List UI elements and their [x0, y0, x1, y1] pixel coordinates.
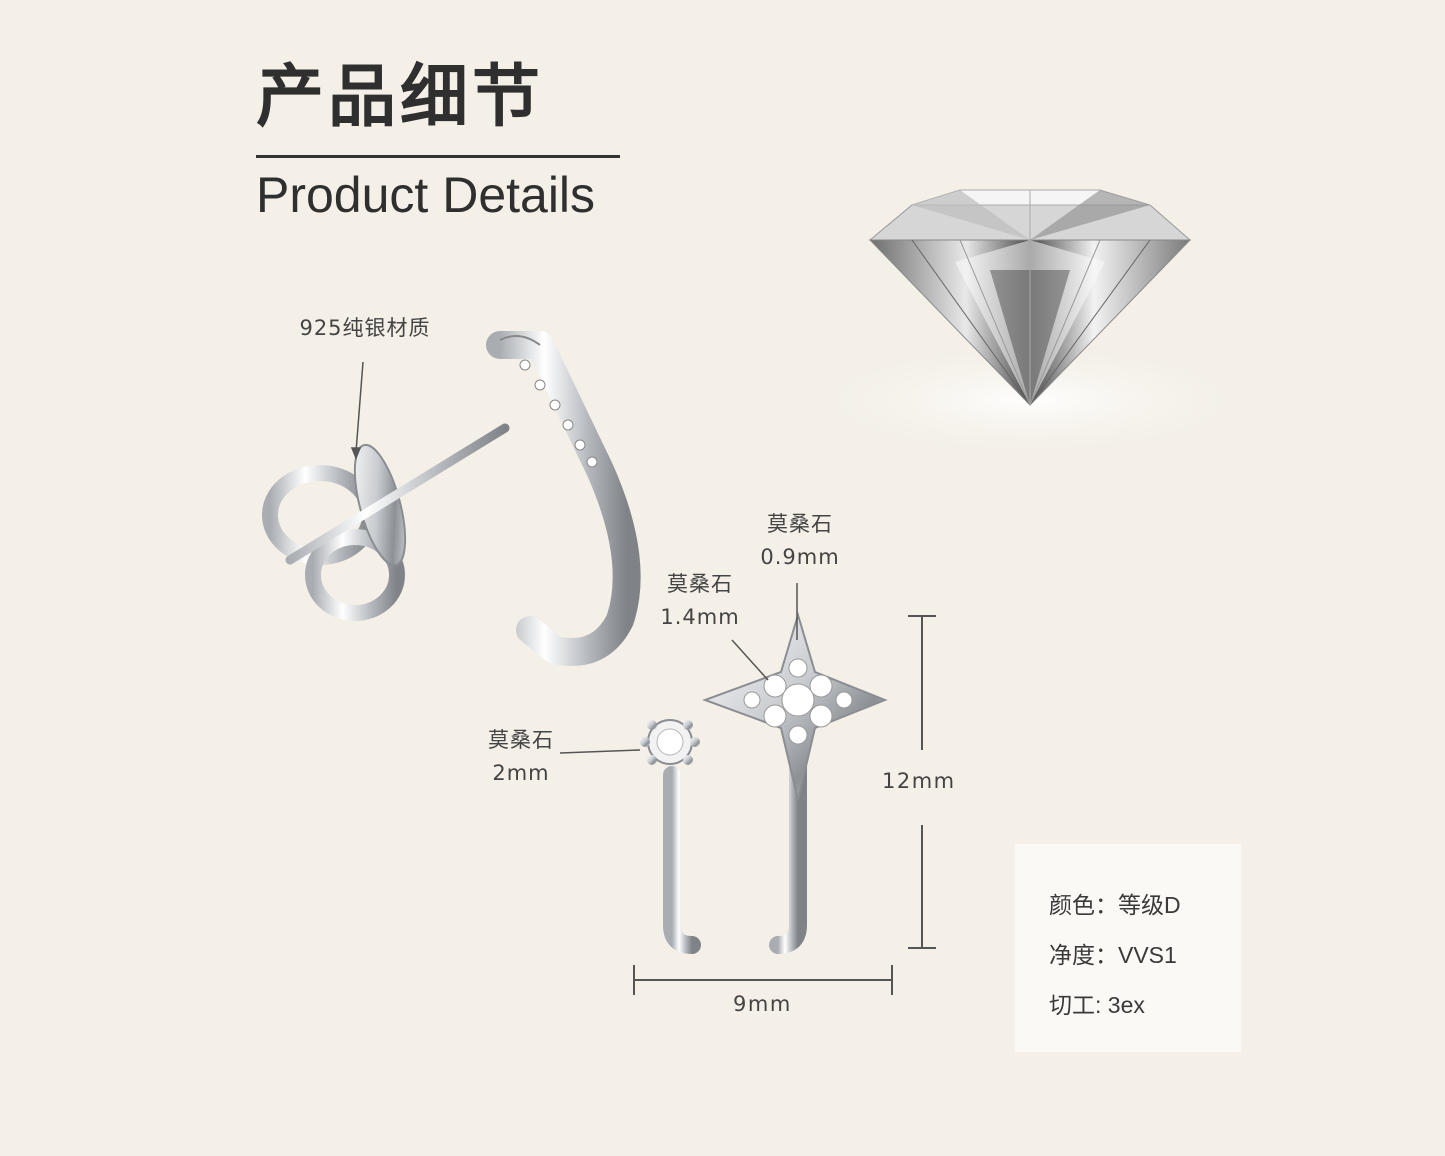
page-title-en: Product Details — [256, 167, 596, 223]
spec-panel: 颜色：等级D 净度：VVS1 切工: 3ex — [1015, 844, 1241, 1052]
page-title-cn: 产品细节 — [256, 58, 545, 137]
stone-large-name: 莫桑石 — [767, 512, 833, 536]
callout-lines — [350, 361, 798, 754]
spec-cut: 切工: 3ex — [1049, 992, 1145, 1018]
stone-mid-size: 1.4mm — [660, 605, 740, 629]
width-dimension: 9mm — [733, 992, 792, 1016]
earring-side-view — [262, 331, 641, 666]
title-divider — [256, 155, 620, 158]
stone-small-size: 2mm — [492, 761, 550, 785]
stone-small-name: 莫桑石 — [488, 728, 554, 752]
spec-clarity: 净度：VVS1 — [1049, 942, 1177, 968]
diamond-image — [790, 189, 1270, 460]
stone-mid-name: 莫桑石 — [667, 572, 733, 596]
material-label: 925纯银材质 — [299, 316, 431, 340]
dimension-lines — [633, 615, 936, 995]
height-dimension: 12mm — [882, 769, 956, 793]
spec-color: 颜色：等级D — [1049, 892, 1181, 918]
earring-front-view — [640, 611, 888, 954]
stone-large-size: 0.9mm — [760, 545, 840, 569]
